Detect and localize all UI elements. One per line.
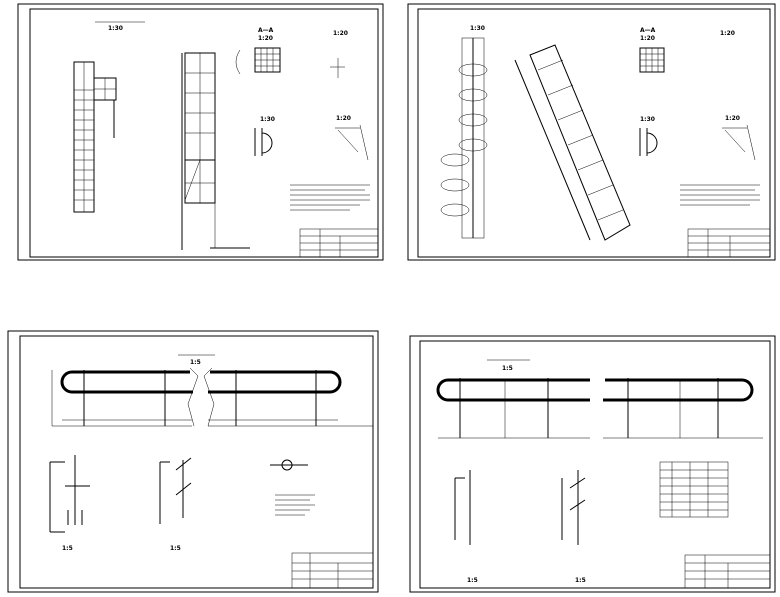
section-label: A—A bbox=[640, 27, 656, 34]
sheet-railing-1: 1:5 1:5 1:5 bbox=[7, 330, 379, 593]
joint-detail bbox=[270, 459, 308, 471]
detail-3: 1:20 bbox=[335, 115, 369, 161]
detail-1: 1:20 bbox=[330, 30, 348, 78]
railing-elevation bbox=[51, 367, 373, 427]
post-detail-3: 1:5 bbox=[454, 470, 478, 584]
scale-label: 1:20 bbox=[640, 35, 655, 42]
scale-label: 1:5 bbox=[575, 577, 586, 584]
caged-ladder bbox=[440, 37, 488, 239]
section-label: A—A bbox=[258, 27, 274, 34]
notes bbox=[290, 184, 370, 211]
ladder-side-view bbox=[181, 52, 250, 250]
railing-elevation-2 bbox=[436, 378, 763, 439]
scale-label: 1:20 bbox=[725, 115, 740, 122]
post-detail-2: 1:5 bbox=[159, 457, 192, 552]
detail-2: 1:30 bbox=[254, 116, 275, 156]
scale-label: 1:20 bbox=[333, 30, 348, 37]
scale-label: 1:20 bbox=[720, 30, 735, 37]
scale-label: 1:5 bbox=[62, 545, 73, 552]
sheet-railing-2: 1:5 1:5 1:5 bbox=[409, 335, 776, 593]
scale-label: 1:5 bbox=[502, 365, 513, 372]
sheet-inclined-ladder: 1:30 A—A 1:20 1:20 1:30 1:20 bbox=[407, 3, 776, 261]
title-block bbox=[299, 228, 379, 258]
scale-label: 1:5 bbox=[170, 545, 181, 552]
scale-label: 1:30 bbox=[640, 116, 655, 123]
scale-label: 1:30 bbox=[108, 25, 123, 32]
scale-label: 1:20 bbox=[258, 35, 273, 42]
scale-label: 1:30 bbox=[470, 25, 485, 32]
scale-label: 1:30 bbox=[260, 116, 275, 123]
post-detail-4: 1:5 bbox=[561, 470, 586, 584]
section-a-a: A—A 1:20 bbox=[235, 27, 281, 75]
scale-label: 1:20 bbox=[336, 115, 351, 122]
inclined-ladder bbox=[514, 44, 631, 241]
scale-label: 1:5 bbox=[190, 359, 201, 366]
material-table bbox=[659, 461, 729, 518]
ladder-front-view bbox=[73, 61, 117, 213]
post-detail-1: 1:5 bbox=[49, 455, 90, 552]
scale-label: 1:5 bbox=[467, 577, 478, 584]
sheet-ladder-elevation: 1:30 A—A 1:20 bbox=[17, 3, 384, 261]
